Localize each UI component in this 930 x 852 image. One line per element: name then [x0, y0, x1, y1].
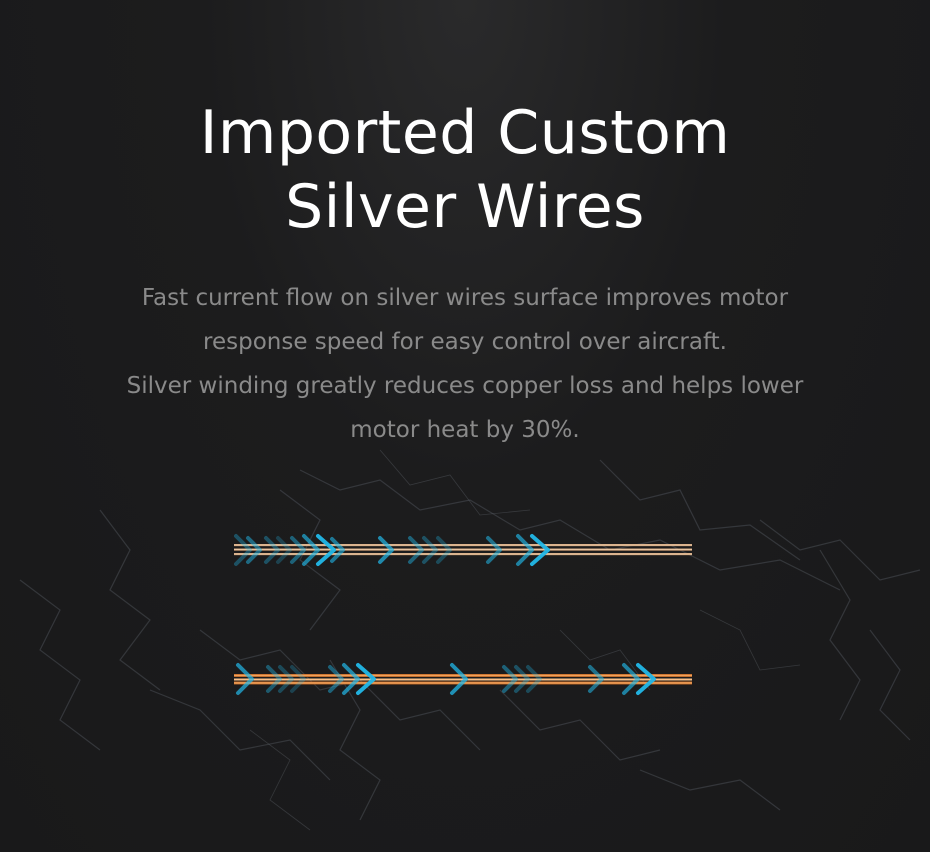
copper-wire-icon: [234, 663, 692, 695]
current-arrow-icon: [236, 663, 656, 695]
silver-wire-icon: [234, 534, 692, 566]
current-arrow-icon: [234, 534, 550, 566]
description-line-3: Silver winding greatly reduces copper lo…: [126, 373, 804, 399]
page-title: Imported Custom Silver Wires: [0, 96, 930, 244]
page-title-line-2: Silver Wires: [285, 172, 645, 242]
page-title-line-1: Imported Custom: [199, 98, 731, 168]
description-line-2: response speed for easy control over air…: [203, 329, 727, 355]
description-line-4: motor heat by 30%.: [350, 417, 580, 443]
feature-description: Fast current flow on silver wires surfac…: [60, 276, 870, 452]
description-line-1: Fast current flow on silver wires surfac…: [141, 285, 789, 311]
lightning-background: [19, 449, 921, 831]
